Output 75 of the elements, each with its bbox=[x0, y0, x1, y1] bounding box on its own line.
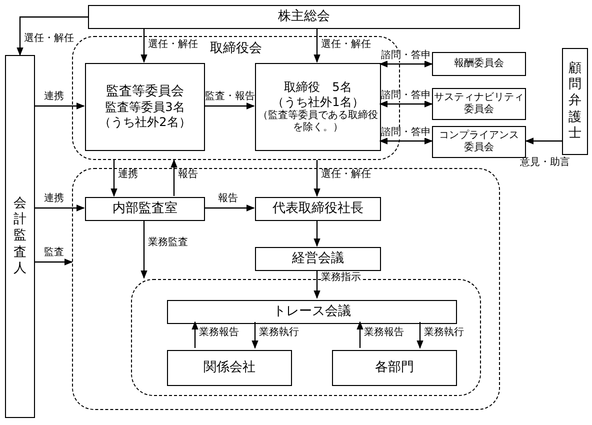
edge-label: 業務報告 bbox=[199, 328, 239, 338]
edge-label: 諮問・答申 bbox=[381, 91, 431, 101]
box-label: 代表取締役社長 bbox=[272, 200, 364, 218]
org-box bbox=[167, 350, 292, 386]
edge-label: 選任・解任 bbox=[148, 40, 198, 50]
dashed-group-frame bbox=[72, 168, 500, 410]
arrow bbox=[416, 322, 424, 349]
arrow bbox=[170, 159, 178, 196]
org-box bbox=[562, 48, 588, 155]
arrow bbox=[204, 102, 255, 110]
edge-label: 報告 bbox=[178, 170, 198, 180]
dashed-group-frame bbox=[72, 36, 400, 160]
org-box bbox=[255, 197, 381, 221]
arrow bbox=[314, 270, 320, 299]
org-box bbox=[88, 5, 520, 29]
edge-label: 諮問・答申 bbox=[381, 128, 431, 138]
box-label: 報酬委員会 bbox=[454, 58, 504, 70]
edge-label: 諮問・答申 bbox=[381, 51, 431, 61]
edge-label: 業務指示 bbox=[321, 273, 361, 283]
org-box bbox=[85, 197, 205, 221]
org-box bbox=[432, 52, 526, 76]
edge-label: 監査・報告 bbox=[205, 92, 255, 102]
arrow bbox=[252, 322, 258, 349]
box-label: 監査等委員3名 bbox=[105, 100, 185, 116]
arrow bbox=[140, 220, 148, 279]
box-label: サスティナビリティ委員会 bbox=[434, 92, 524, 116]
org-box bbox=[255, 63, 381, 151]
arrow bbox=[35, 258, 73, 266]
edge-label: 監査 bbox=[44, 248, 64, 258]
box-label: （うち社外1名） bbox=[272, 94, 364, 108]
box-label: 会計監査人 bbox=[14, 196, 26, 278]
arrow bbox=[204, 204, 255, 212]
edge-label: 選任・解任 bbox=[24, 34, 74, 44]
box-label: （うち社外2名） bbox=[99, 115, 191, 130]
box-label: 取締役 5名 bbox=[284, 80, 352, 94]
org-box bbox=[432, 126, 526, 158]
arrow bbox=[16, 16, 88, 56]
edge-label: 報告 bbox=[218, 194, 238, 204]
arrow bbox=[314, 160, 320, 197]
edge-label: 業務執行 bbox=[259, 328, 299, 338]
arrow bbox=[110, 160, 118, 197]
box-label: 経営会議 bbox=[292, 250, 344, 268]
arrow bbox=[35, 204, 85, 212]
box-label: （監査等委員である取締役を除く。） bbox=[257, 110, 379, 134]
box-label: 各部門 bbox=[375, 360, 414, 376]
edge-label: 業務執行 bbox=[424, 328, 464, 338]
box-label: 関係会社 bbox=[204, 360, 256, 376]
arrow bbox=[525, 138, 562, 144]
box-label: 内部監査室 bbox=[112, 200, 178, 218]
arrow bbox=[379, 100, 433, 108]
org-box bbox=[5, 55, 35, 418]
org-box bbox=[255, 247, 381, 271]
edge-label: 連携 bbox=[118, 170, 138, 180]
box-label: 監査等委員会 bbox=[106, 84, 184, 100]
arrow bbox=[314, 220, 320, 247]
arrow bbox=[192, 321, 198, 348]
org-box bbox=[332, 350, 457, 386]
arrow bbox=[379, 138, 433, 144]
box-label: 顧問弁護士 bbox=[568, 60, 582, 142]
box-label: トレース会議 bbox=[273, 304, 351, 320]
arrow bbox=[140, 29, 148, 63]
arrow bbox=[314, 29, 320, 63]
arrow bbox=[356, 321, 364, 348]
arrow bbox=[35, 102, 85, 110]
edge-label: 連携 bbox=[44, 194, 64, 204]
edge-label: 連携 bbox=[44, 92, 64, 102]
org-box bbox=[85, 63, 205, 151]
edge-label: 選任・解任 bbox=[321, 40, 371, 50]
org-box bbox=[167, 300, 457, 324]
box-label: コンプライアンス委員会 bbox=[439, 130, 519, 154]
box-label: 株主総会 bbox=[278, 8, 330, 26]
edge-label: 業務報告 bbox=[364, 328, 404, 338]
arrow bbox=[379, 60, 433, 68]
edge-label: 選任・解任 bbox=[321, 170, 371, 180]
edge-label: 業務監査 bbox=[148, 238, 188, 248]
